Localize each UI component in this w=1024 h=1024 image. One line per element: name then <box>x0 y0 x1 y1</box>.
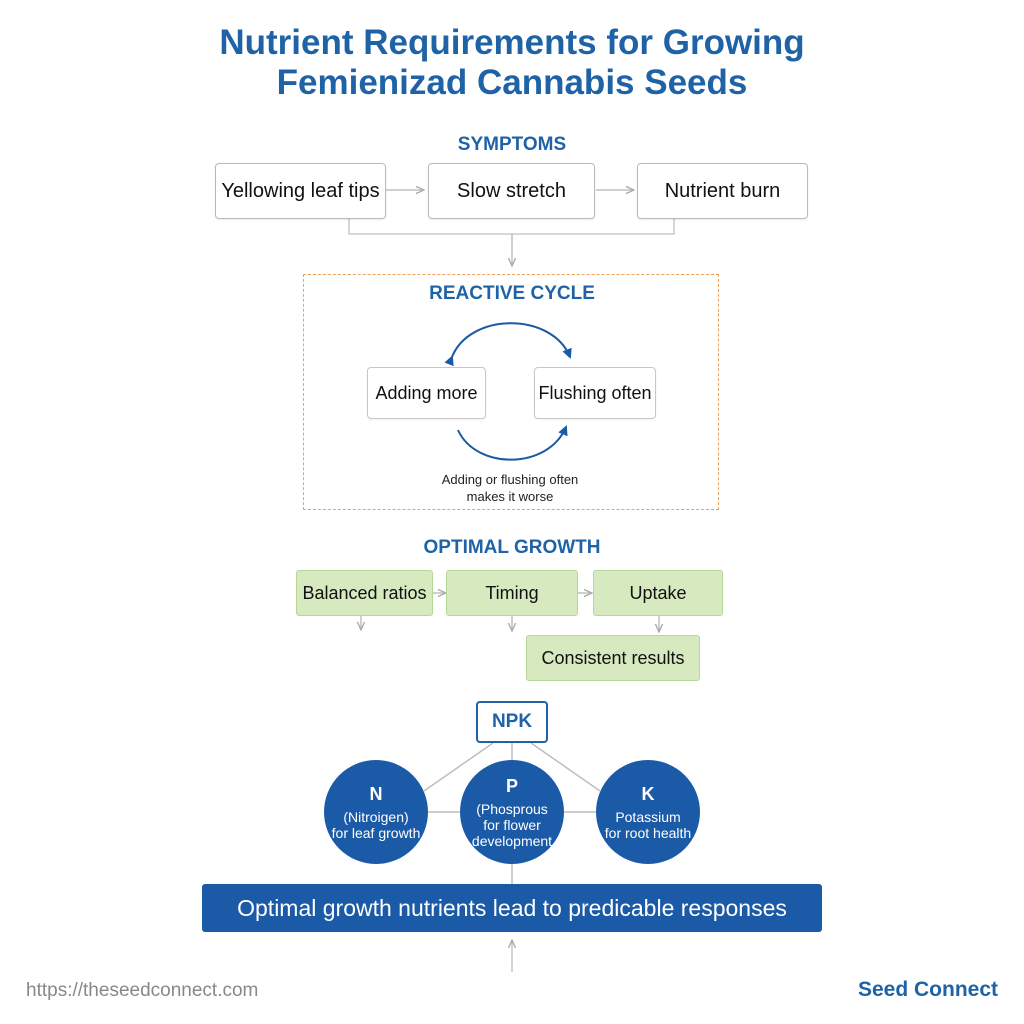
footer-url-link[interactable]: https://theseedconnect.com <box>26 980 259 1001</box>
growth-box-consistent-results: Consistent results <box>526 635 700 681</box>
symptom-box-slow-stretch: Slow stretch <box>428 163 595 219</box>
cycle-box-adding-more: Adding more <box>367 367 486 419</box>
cycle-note-line-1: Adding or flushing often <box>441 472 579 487</box>
growth-box-balanced-ratios: Balanced ratios <box>296 570 433 616</box>
footer-brand: Seed Connect <box>857 978 998 1001</box>
symptom-box-yellowing: Yellowing leaf tips <box>215 163 386 219</box>
nutrient-k-line-1: Potassium <box>615 808 681 825</box>
title-line-2: Femienizad Cannabis Seeds <box>276 63 748 102</box>
reactive-cycle-frame <box>303 274 719 510</box>
symptoms-heading: SYMPTOMS <box>457 134 567 155</box>
cycle-arc-top <box>444 322 572 367</box>
growth-box-uptake: Uptake <box>593 570 723 616</box>
nutrient-circle-k: K Potassium for root health <box>596 760 700 864</box>
symptom-box-nutrient-burn: Nutrient burn <box>637 163 808 219</box>
nutrient-p-line-1: (Phosprous <box>476 800 548 817</box>
cycle-box-flushing-often: Flushing often <box>534 367 656 419</box>
nutrient-circle-n: N (Nitroigen) for leaf growth <box>324 760 428 864</box>
optimal-growth-heading: OPTIMAL GROWTH <box>423 537 601 558</box>
title-line-1: Nutrient Requirements for Growing <box>219 23 805 62</box>
nutrient-n-line-2: for leaf growth <box>331 824 421 841</box>
nutrient-n-line-1: (Nitroigen) <box>343 808 409 825</box>
reactive-cycle-heading: REACTIVE CYCLE <box>429 283 595 304</box>
cycle-arc-bottom <box>457 425 568 461</box>
symptoms-bracket <box>348 219 675 235</box>
nutrient-circle-p: P (Phosprous for flower development <box>460 760 564 864</box>
nutrient-k-line-2: for root health <box>604 824 692 841</box>
nutrient-p-line-2: for flower <box>483 816 541 833</box>
nutrient-letter-k: K <box>641 783 655 804</box>
conclusion-banner: Optimal growth nutrients lead to predica… <box>202 884 822 932</box>
npk-line-k <box>530 742 601 792</box>
cycle-note-line-2: makes it worse <box>466 489 554 504</box>
nutrient-letter-p: P <box>505 775 518 796</box>
npk-line-n <box>423 742 494 792</box>
nutrient-letter-n: N <box>369 783 383 804</box>
nutrient-p-line-3: development <box>471 832 553 849</box>
npk-box: NPK <box>476 701 548 743</box>
growth-box-timing: Timing <box>446 570 578 616</box>
